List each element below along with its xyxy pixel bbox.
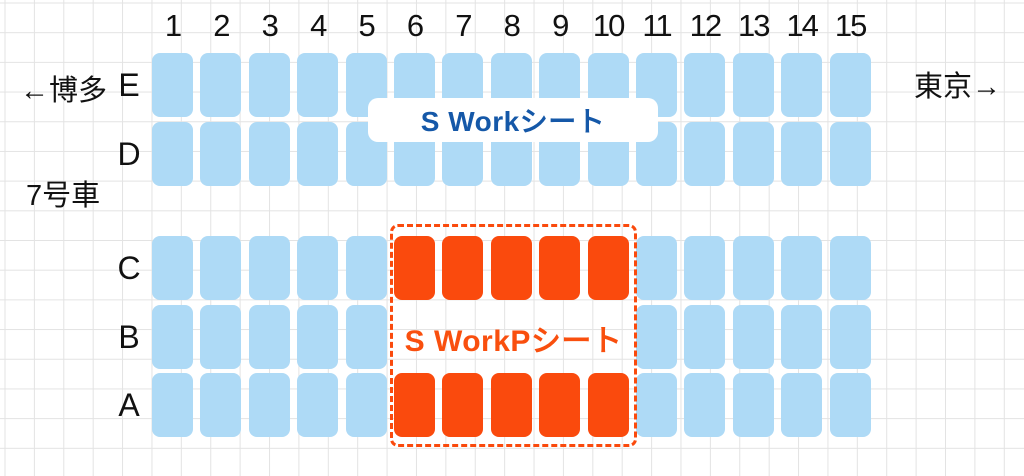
- seat-C10: [587, 236, 629, 300]
- seat-E3: [248, 53, 290, 117]
- column-number-5: 5: [358, 8, 375, 43]
- seat-A10: [587, 373, 629, 437]
- seat-A2: [200, 373, 242, 437]
- seat-C15: [829, 236, 871, 300]
- seat-D15: [829, 122, 871, 186]
- seat-A9: [539, 373, 581, 437]
- column-number-7: 7: [455, 8, 472, 43]
- direction-hakata-label: ←博多: [20, 75, 108, 107]
- swork-seat-badge: S Workシート: [368, 98, 658, 142]
- row-label-D: D: [117, 135, 141, 172]
- seat-C3: [248, 236, 290, 300]
- column-number-9: 9: [552, 8, 569, 43]
- seat-B4: [297, 305, 339, 369]
- column-number-12: 12: [689, 8, 722, 43]
- column-number-2: 2: [213, 8, 230, 43]
- seat-C13: [732, 236, 774, 300]
- seat-C11: [636, 236, 677, 300]
- seat-C5: [345, 236, 387, 300]
- seat-E13: [732, 53, 774, 117]
- seat-E4: [297, 53, 339, 117]
- car-number-label: 7号車: [26, 180, 101, 212]
- seat-B12: [684, 305, 726, 369]
- seat-C12: [684, 236, 726, 300]
- sworkp-seat-label: S WorkPシート: [404, 325, 623, 358]
- seat-B5: [345, 305, 387, 369]
- column-number-10: 10: [592, 8, 625, 43]
- seat-A12: [684, 373, 726, 437]
- seat-E15: [829, 53, 871, 117]
- row-label-B: B: [118, 318, 140, 355]
- seat-D2: [200, 122, 242, 186]
- seat-B3: [248, 305, 290, 369]
- column-number-4: 4: [310, 8, 327, 43]
- seat-A4: [297, 373, 339, 437]
- seat-C9: [539, 236, 581, 300]
- seat-A7: [442, 373, 484, 437]
- seat-E1: [152, 53, 193, 117]
- column-number-6: 6: [406, 8, 424, 43]
- column-number-11: 11: [642, 8, 672, 43]
- seat-D14: [781, 122, 823, 186]
- seat-C4: [297, 236, 339, 300]
- column-number-13: 13: [738, 8, 770, 43]
- seat-C2: [200, 236, 242, 300]
- column-number-8: 8: [503, 8, 521, 43]
- seat-E14: [781, 53, 823, 117]
- seat-A5: [345, 373, 387, 437]
- seat-C6: [394, 236, 435, 300]
- seat-A3: [248, 373, 290, 437]
- row-label-A: A: [118, 386, 140, 423]
- column-number-1: 1: [164, 8, 182, 43]
- seat-B11: [636, 305, 677, 369]
- seat-C14: [781, 236, 823, 300]
- seat-D3: [248, 122, 290, 186]
- direction-tokyo-label: 東京→: [914, 71, 1002, 103]
- seat-D4: [297, 122, 339, 186]
- seat-A6: [394, 373, 435, 437]
- seat-A13: [732, 373, 774, 437]
- seat-D13: [732, 122, 774, 186]
- seat-A14: [781, 373, 823, 437]
- seat-A11: [636, 373, 677, 437]
- seat-B13: [732, 305, 774, 369]
- row-label-C: C: [117, 249, 141, 286]
- seat-B2: [200, 305, 242, 369]
- column-number-3: 3: [261, 8, 279, 43]
- seat-E12: [684, 53, 726, 117]
- swork-seat-label: S Workシート: [420, 106, 606, 137]
- column-number-14: 14: [786, 8, 818, 43]
- seat-B14: [781, 305, 823, 369]
- seat-C1: [152, 236, 193, 300]
- seat-A15: [829, 373, 871, 437]
- seat-D1: [152, 122, 193, 186]
- seat-B15: [829, 305, 871, 369]
- seat-B1: [152, 305, 193, 369]
- sworkp-area-outline: [390, 224, 637, 447]
- seat-E2: [200, 53, 242, 117]
- seat-C7: [442, 236, 484, 300]
- row-label-E: E: [118, 66, 140, 103]
- seat-A8: [490, 373, 532, 437]
- column-number-15: 15: [834, 8, 867, 43]
- seat-C8: [490, 236, 532, 300]
- seat-A1: [152, 373, 193, 437]
- seat-D12: [684, 122, 726, 186]
